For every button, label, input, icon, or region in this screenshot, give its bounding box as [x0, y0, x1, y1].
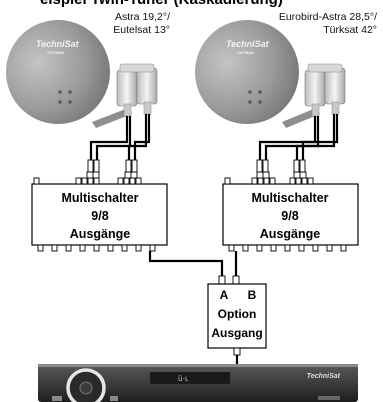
multiswitch-left-title: Multischalter [61, 191, 138, 205]
option-box-output-label: Ausgang [211, 326, 262, 340]
dish-brand-label: TechniSat [36, 39, 80, 49]
multiswitch-right-title: Multischalter [251, 191, 328, 205]
lnb-cables [89, 114, 339, 160]
option-input-a-label: A [220, 288, 229, 302]
switch-to-option-cables [148, 251, 238, 276]
satellite-label-left-line1: Astra 19,2°/ [115, 11, 170, 23]
multiswitch-left: Multischalter 9/8 Ausgänge [31, 159, 168, 252]
option-input-b-label: B [248, 288, 257, 302]
receiver-display: ü·ʟ [178, 374, 188, 383]
multiswitch-right: Multischalter 9/8 Ausgänge [222, 159, 359, 252]
dish-brand-label: TechniSat [226, 39, 270, 49]
dish-brand-sub: SATMAN [237, 50, 254, 55]
receiver: ü·ʟ TechniSat [38, 364, 358, 402]
receiver-brand: TechniSat [307, 373, 341, 380]
satellite-label-right-line2: Türksat 42° [323, 24, 377, 36]
diagram-title: eispiel Twin-Tuner (Kaskadierung) [40, 0, 283, 8]
dish-brand-sub: SATMAN [47, 50, 64, 55]
multiswitch-left-ratio: 9/8 [91, 209, 108, 223]
multiswitch-left-outputs: Ausgänge [70, 227, 130, 241]
satellite-label-right-line1: Eurobird-Astra 28,5°/ [279, 11, 377, 23]
satellite-label-left-line2: Eutelsat 13° [113, 24, 170, 36]
multiswitch-right-ratio: 9/8 [281, 209, 298, 223]
satellite-dish-left: TechniSat SATMAN [6, 20, 158, 128]
option-box: A B Option Ausgang [207, 275, 267, 356]
satellite-dish-right: TechniSat SATMAN [195, 20, 346, 128]
multiswitch-right-outputs: Ausgänge [260, 227, 320, 241]
option-box-title: Option [218, 307, 257, 321]
